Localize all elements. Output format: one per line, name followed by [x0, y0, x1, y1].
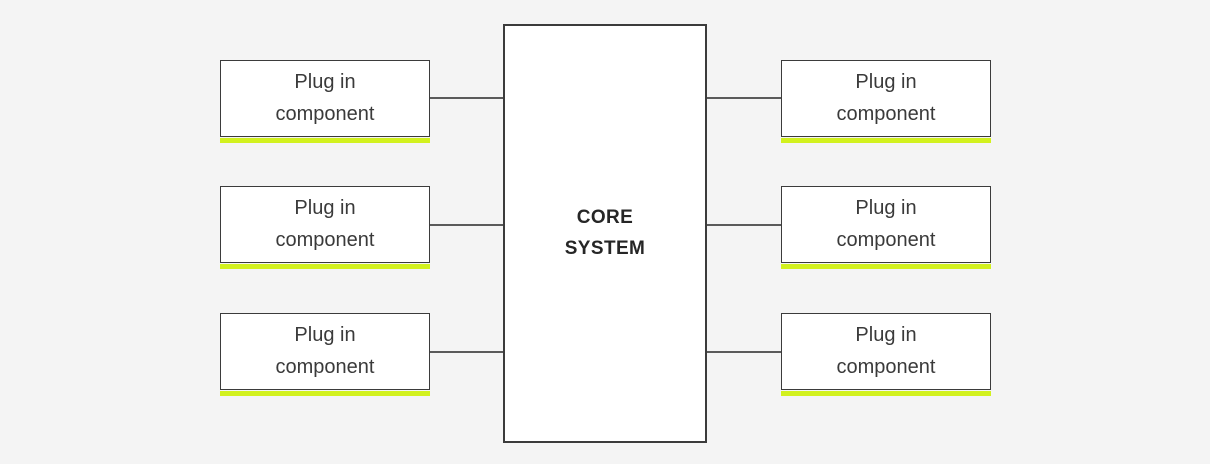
plugin-component-label: Plug in component — [275, 196, 375, 251]
accent-bar-right-2 — [781, 264, 991, 269]
accent-bar-right-1 — [781, 138, 991, 143]
core-system-box[interactable]: CORE SYSTEM — [503, 24, 707, 443]
connector-left-1 — [430, 97, 505, 99]
connector-left-3 — [430, 351, 505, 353]
connector-right-3 — [705, 351, 783, 353]
accent-bar-left-3 — [220, 391, 430, 396]
plugin-component-label: Plug in component — [275, 323, 375, 378]
plugin-component-label: Plug in component — [836, 196, 936, 251]
accent-bar-left-1 — [220, 138, 430, 143]
plugin-component-right-3[interactable]: Plug in component — [781, 313, 991, 390]
connector-left-2 — [430, 224, 505, 226]
plugin-component-right-2[interactable]: Plug in component — [781, 186, 991, 263]
plugin-component-label: Plug in component — [836, 323, 936, 378]
plugin-component-label: Plug in component — [275, 70, 375, 125]
connector-right-1 — [705, 97, 783, 99]
accent-bar-right-3 — [781, 391, 991, 396]
plugin-component-left-1[interactable]: Plug in component — [220, 60, 430, 137]
plugin-component-label: Plug in component — [836, 70, 936, 125]
connector-right-2 — [705, 224, 783, 226]
plugin-component-left-3[interactable]: Plug in component — [220, 313, 430, 390]
accent-bar-left-2 — [220, 264, 430, 269]
plugin-component-left-2[interactable]: Plug in component — [220, 186, 430, 263]
core-system-label: CORE SYSTEM — [564, 206, 646, 259]
plugin-component-right-1[interactable]: Plug in component — [781, 60, 991, 137]
